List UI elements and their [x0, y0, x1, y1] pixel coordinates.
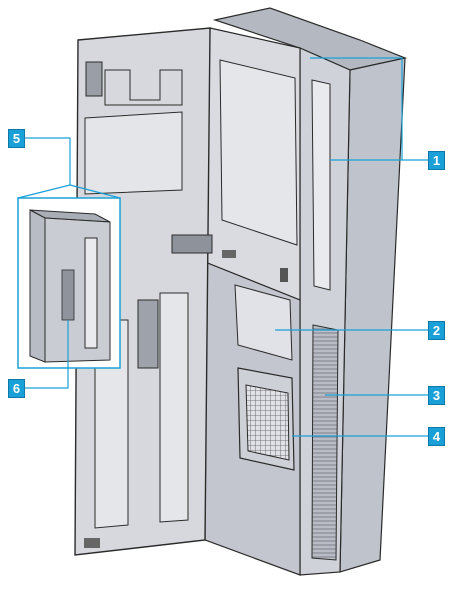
open-door	[74, 27, 213, 556]
leader-lines	[17, 57, 428, 437]
unit-body	[204, 7, 408, 576]
callout-6: 6	[8, 379, 25, 398]
callout-2: 2	[428, 321, 445, 340]
callout-4: 4	[428, 427, 445, 446]
callout-3: 3	[428, 386, 445, 405]
callout-1: 1	[428, 151, 445, 170]
callout-5: 5	[8, 129, 25, 148]
inset-detail	[17, 197, 121, 369]
